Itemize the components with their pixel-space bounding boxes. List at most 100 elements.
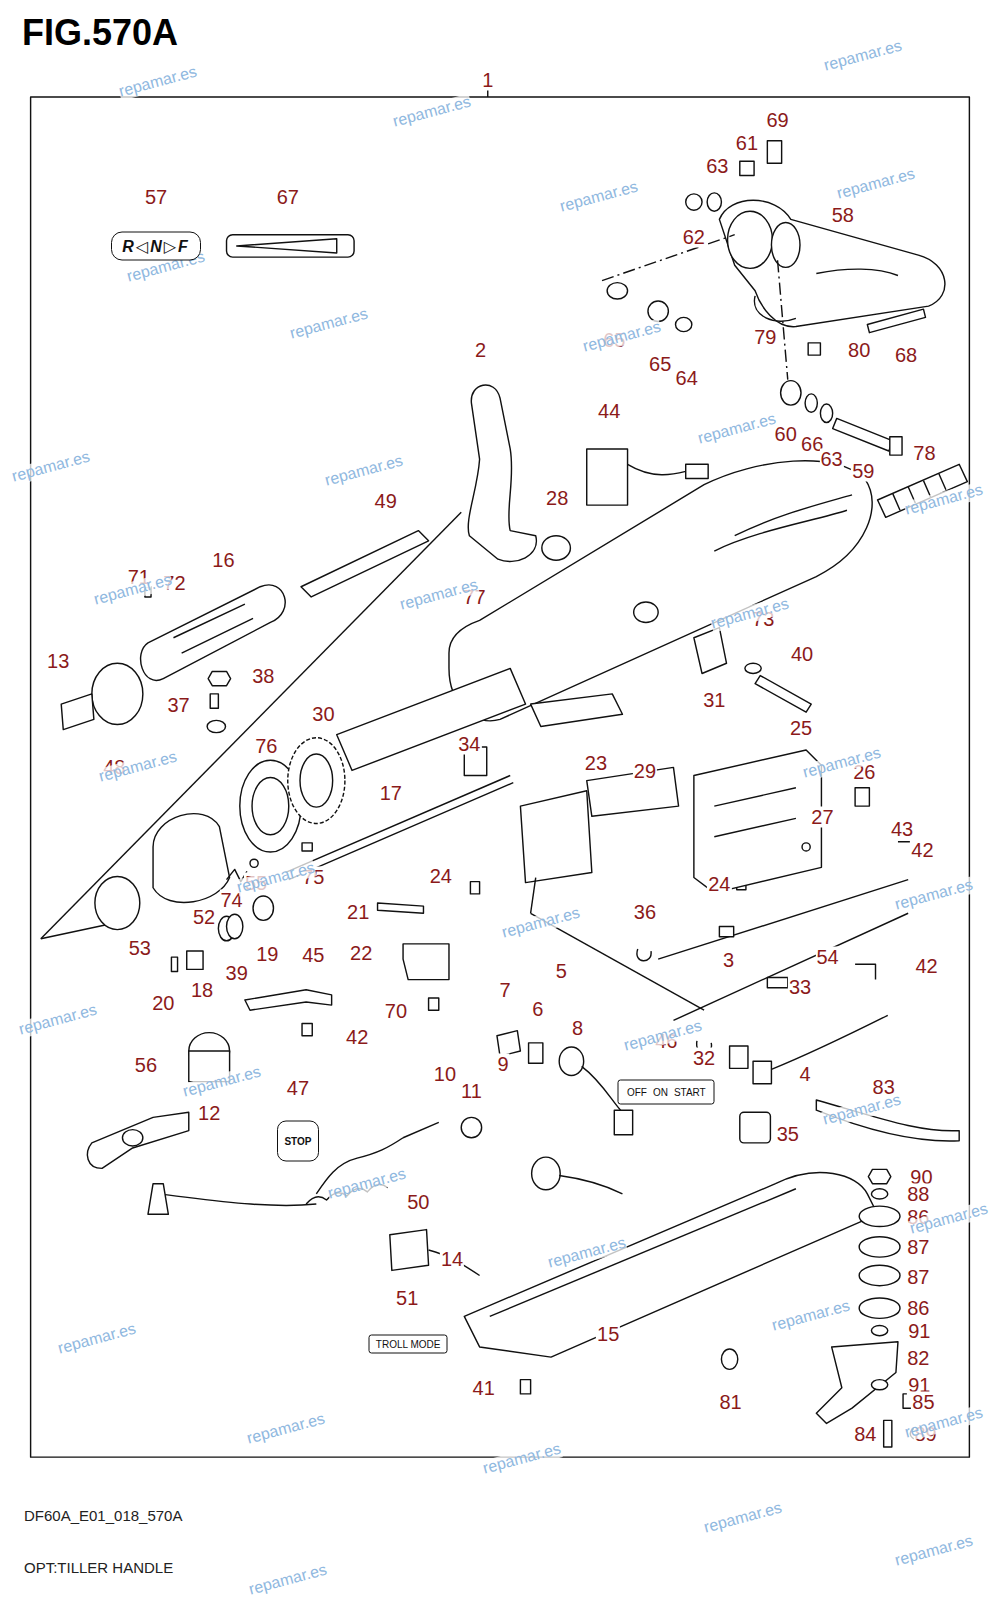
watermark: repamar.es bbox=[702, 1500, 784, 1537]
callout-number: 67 bbox=[276, 186, 300, 207]
watermark: repamar.es bbox=[245, 1410, 327, 1447]
callout-number: 29 bbox=[633, 761, 657, 782]
callout-number: 76 bbox=[254, 735, 278, 756]
watermark: repamar.es bbox=[893, 876, 975, 913]
watermark: repamar.es bbox=[97, 749, 179, 786]
callout-number: 82 bbox=[906, 1348, 930, 1369]
watermark: repamar.es bbox=[482, 1441, 564, 1478]
callout-number: 4 bbox=[799, 1064, 812, 1085]
callout-number: 87 bbox=[906, 1266, 930, 1287]
callout-number: 65 bbox=[648, 354, 672, 375]
callout-number: 41 bbox=[472, 1377, 496, 1398]
watermark: repamar.es bbox=[288, 306, 370, 343]
callout-number: 58 bbox=[831, 205, 855, 226]
callout-number: 49 bbox=[374, 491, 398, 512]
watermark: repamar.es bbox=[10, 449, 92, 486]
callout-number: 1 bbox=[481, 69, 494, 90]
callout-number: 42 bbox=[345, 1026, 369, 1047]
callout-number: 79 bbox=[753, 326, 777, 347]
callout-number: 12 bbox=[197, 1103, 221, 1124]
watermark: repamar.es bbox=[391, 94, 473, 131]
callout-number: 3 bbox=[722, 950, 735, 971]
watermark: repamar.es bbox=[327, 1165, 409, 1202]
callout-number: 31 bbox=[702, 690, 726, 711]
stop-sticker: STOP bbox=[277, 1120, 319, 1161]
watermark: repamar.es bbox=[500, 905, 582, 942]
callout-number: 51 bbox=[395, 1287, 419, 1308]
callout-number: 36 bbox=[633, 902, 657, 923]
callout-number: 47 bbox=[286, 1077, 310, 1098]
callout-number: 35 bbox=[776, 1123, 800, 1144]
callout-number: 57 bbox=[144, 186, 168, 207]
callout-number: 16 bbox=[211, 550, 235, 571]
callout-number: 64 bbox=[675, 367, 699, 388]
figure-title: FIG.570A bbox=[22, 14, 178, 52]
callout-number: 81 bbox=[718, 1392, 742, 1413]
callout-number: 23 bbox=[584, 753, 608, 774]
callout-number: 32 bbox=[692, 1048, 716, 1069]
troll-sticker: TROLL MODE bbox=[369, 1334, 448, 1353]
callout-number: 17 bbox=[379, 782, 403, 803]
watermark: repamar.es bbox=[893, 1533, 975, 1570]
sticker-text: TROLL MODE bbox=[376, 1338, 441, 1349]
callout-number: 7 bbox=[499, 979, 512, 1000]
callout-number: 13 bbox=[46, 651, 70, 672]
watermark: repamar.es bbox=[558, 178, 640, 215]
callout-number: 61 bbox=[735, 132, 759, 153]
callout-number: 11 bbox=[460, 1080, 483, 1101]
callout-number: 22 bbox=[349, 943, 373, 964]
callout-number: 8 bbox=[571, 1017, 584, 1038]
watermark: repamar.es bbox=[323, 453, 405, 490]
callout-number: 24 bbox=[429, 865, 453, 886]
callout-number: 85 bbox=[911, 1392, 935, 1413]
callout-number: 28 bbox=[545, 487, 569, 508]
callout-number: 54 bbox=[815, 947, 839, 968]
callout-number: 37 bbox=[166, 695, 190, 716]
callout-number: 10 bbox=[433, 1064, 457, 1085]
callout-number: 44 bbox=[597, 401, 621, 422]
watermark: repamar.es bbox=[770, 1298, 852, 1335]
callout-number: 50 bbox=[406, 1192, 430, 1213]
watermark: repamar.es bbox=[835, 165, 917, 202]
callout-number: 21 bbox=[346, 902, 370, 923]
callout-number: 5 bbox=[555, 961, 568, 982]
callout-number: 18 bbox=[190, 979, 214, 1000]
sticker-text: R◁N▷F bbox=[122, 236, 190, 255]
callout-number: 84 bbox=[853, 1423, 877, 1444]
callout-number: 25 bbox=[789, 717, 813, 738]
callout-number: 9 bbox=[496, 1054, 509, 1075]
callout-number: 33 bbox=[788, 976, 812, 997]
sticker: R◁N▷F bbox=[111, 231, 201, 260]
callout-number: 86 bbox=[906, 1298, 930, 1319]
callout-number: 53 bbox=[128, 937, 152, 958]
callout-number: 62 bbox=[682, 226, 706, 247]
callout-number: 63 bbox=[705, 156, 729, 177]
sticker-text: STOP bbox=[284, 1135, 311, 1146]
callout-number: 63 bbox=[820, 449, 844, 470]
watermark: repamar.es bbox=[247, 1561, 329, 1598]
watermark: repamar.es bbox=[17, 1002, 99, 1039]
callout-number: 38 bbox=[251, 665, 275, 686]
callout-number: 20 bbox=[151, 993, 175, 1014]
callout-number: 70 bbox=[384, 1001, 408, 1022]
watermark: repamar.es bbox=[235, 859, 317, 896]
watermark: repamar.es bbox=[117, 63, 199, 100]
watermark: repamar.es bbox=[56, 1320, 138, 1357]
callout-number: 91 bbox=[907, 1320, 931, 1341]
callout-number: 14 bbox=[440, 1249, 464, 1270]
callout-number: 87 bbox=[906, 1236, 930, 1257]
callout-number: 15 bbox=[596, 1323, 620, 1344]
callout-number: 80 bbox=[847, 340, 871, 361]
callout-number: 40 bbox=[790, 644, 814, 665]
sticker-text: OFF bbox=[627, 1086, 647, 1097]
callout-number: 34 bbox=[457, 733, 481, 754]
callout-number: 52 bbox=[192, 907, 216, 928]
watermark: repamar.es bbox=[822, 38, 904, 75]
callout-number: 6 bbox=[531, 999, 544, 1020]
watermark: repamar.es bbox=[398, 576, 480, 613]
callout-number: 27 bbox=[810, 807, 834, 828]
callout-number: 43 bbox=[890, 818, 914, 839]
callout-number: 2 bbox=[474, 340, 487, 361]
callout-number: 42 bbox=[910, 840, 934, 861]
